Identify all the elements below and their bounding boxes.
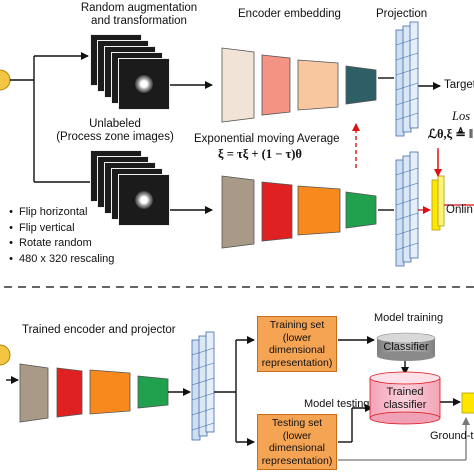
online-network-label: Onlin	[446, 204, 473, 216]
augmentation-title: Random augmentation and transformation	[80, 2, 198, 27]
online-predictor	[431, 175, 445, 231]
online-arrows	[418, 150, 474, 214]
input-branch-lines	[10, 52, 441, 214]
trained-encoder-title: Trained encoder and projector	[22, 324, 176, 336]
trained-encoder	[19, 363, 169, 423]
input-node-top	[0, 69, 11, 91]
target-encoder-layer-3	[297, 59, 339, 111]
target-network-label: Target n	[444, 79, 474, 91]
input-node-bottom	[0, 344, 11, 366]
model-training-label: Model training	[374, 312, 444, 324]
augmentation-item: Rotate random	[3, 236, 114, 252]
augmentation-item: Flip vertical	[3, 221, 114, 237]
training-set-box: Training set (lower dimensional represen…	[257, 316, 337, 372]
ground-truth-label: Ground-t	[430, 430, 474, 442]
loss-label: Los	[452, 109, 471, 123]
online-encoder-layer-1	[221, 175, 255, 249]
augmentation-list: Flip horizontal Flip vertical Rotate ran…	[3, 205, 114, 267]
target-encoder	[221, 47, 377, 123]
trained-encoder-layer-1	[19, 363, 49, 423]
unlabeled-title: Unlabeled (Process zone images)	[56, 118, 174, 143]
classifier-label: Classifier	[383, 341, 429, 353]
trained-encoder-layer-3	[89, 369, 131, 415]
online-encoder-layer-2	[261, 181, 293, 242]
trained-projector	[191, 331, 215, 441]
online-projection	[395, 151, 419, 267]
online-encoder	[221, 175, 377, 249]
loss-formula: ℒθ,ξ ≜ ‖	[428, 127, 474, 141]
augmentation-item: Flip horizontal	[3, 205, 114, 221]
augmentation-item: 480 x 320 rescaling	[3, 252, 114, 268]
target-projection	[395, 21, 419, 137]
testing-set-box: Testing set (lower dimensional represent…	[257, 414, 337, 470]
ema-title: Exponential moving Average	[194, 133, 340, 145]
trained-classifier-label: Trained classifier	[383, 386, 427, 411]
ground-truth-arrow	[338, 417, 470, 461]
target-encoder-layer-4	[345, 65, 377, 105]
output-box	[461, 392, 474, 414]
encoder-title: Encoder embedding	[238, 8, 341, 20]
model-testing-label: Model testing	[304, 398, 370, 410]
classifier-cylinder	[376, 332, 436, 361]
trained-encoder-layer-4	[137, 375, 169, 409]
ema-formula: ξ = τξ + (1 − τ)θ	[218, 147, 302, 161]
projection-title: Projection	[376, 8, 428, 20]
trained-encoder-layer-2	[56, 367, 83, 418]
target-encoder-layer-1	[221, 47, 255, 123]
online-encoder-layer-4	[345, 191, 377, 229]
online-encoder-layer-3	[297, 185, 341, 236]
target-encoder-layer-2	[261, 54, 291, 116]
trained-classifier-cylinder	[369, 371, 441, 425]
